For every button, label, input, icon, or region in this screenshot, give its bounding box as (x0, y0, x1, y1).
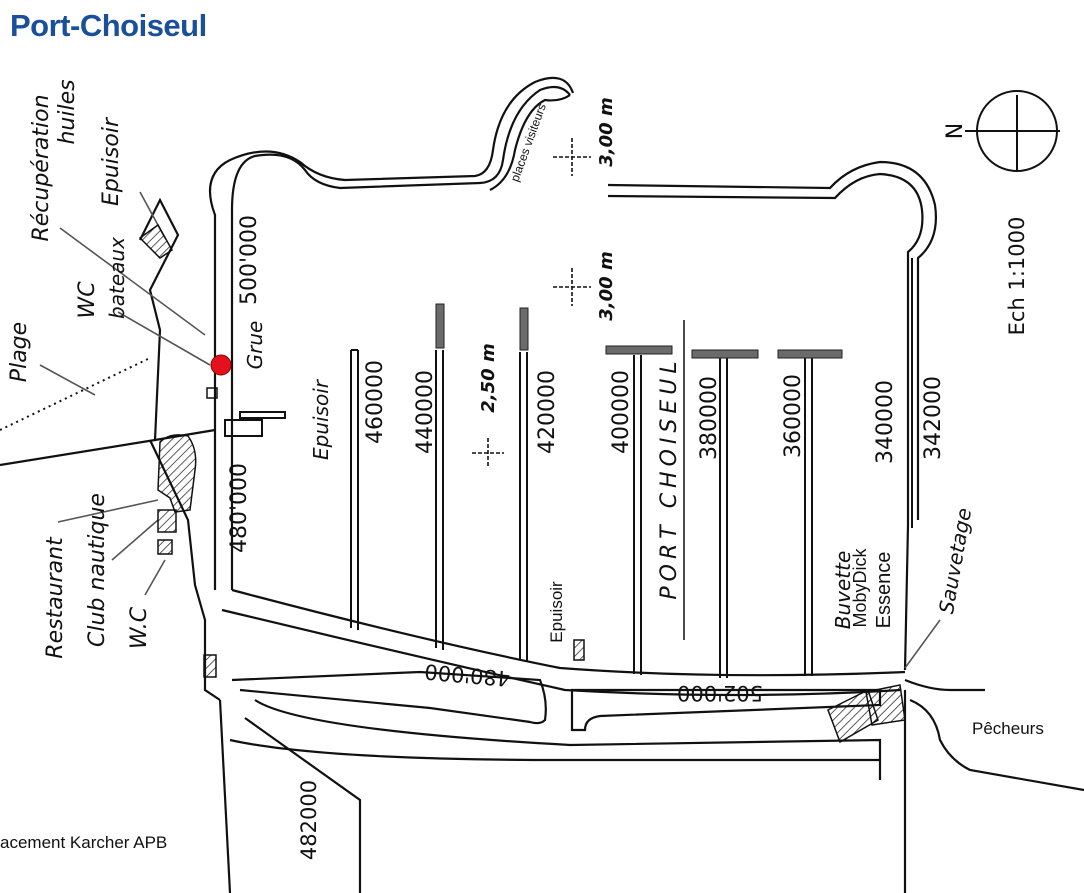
label-wc-2: W.C (127, 606, 152, 649)
pontoon-number-480-left: 480'000 (227, 463, 252, 553)
road-number-480: 480'000 (424, 659, 512, 690)
pontoon-head-440 (435, 303, 445, 349)
depth-cross-mid (553, 268, 591, 306)
label-restaurant: Restaurant (43, 536, 68, 659)
pontoon-number-460: 460000 (363, 360, 388, 444)
pontoon-number-340: 340000 (873, 380, 898, 464)
restaurant-building (157, 434, 197, 513)
pointer-club (111, 519, 159, 561)
pointer-sauvetage (904, 619, 941, 669)
wc-building (157, 539, 173, 555)
south-quay-top (231, 588, 906, 677)
compass-north-label: N (943, 123, 968, 139)
label-essence: Essence (873, 552, 895, 629)
pontoon-head-380 (691, 349, 759, 359)
oil-recovery-structure (138, 223, 173, 259)
label-scale: Ech 1:1000 (1005, 217, 1029, 336)
pointer-wc2 (144, 559, 166, 596)
label-places-visiteurs: places visiteurs (508, 102, 549, 184)
south-road-3 (218, 699, 232, 893)
south-quay-line (221, 608, 901, 697)
beach-dotted-line (0, 357, 151, 431)
pontoon-number-380: 380000 (697, 376, 722, 460)
beach-line (0, 428, 216, 467)
label-epuisoir-mid: Epuisoir (309, 378, 333, 460)
visitor-jetty (489, 94, 571, 191)
pointer-wc (117, 311, 211, 366)
label-epuisoir-top: Epuisoir (99, 116, 124, 206)
pontoon-head-420 (519, 307, 529, 351)
pointer-plage (39, 364, 96, 396)
south-road-1 (231, 670, 547, 725)
pontoon-420 (519, 352, 528, 662)
label-huiles: huiles (55, 79, 80, 144)
pontoon-360 (804, 356, 813, 676)
harbor-wall-west-inner (208, 76, 575, 590)
label-depth-top: 3,00 m (596, 97, 617, 166)
label-sauvetage: Sauvetage (934, 506, 976, 615)
epuisoir-jetty (224, 411, 286, 437)
pontoon-400 (633, 355, 642, 675)
pontoon-number-342: 342000 (921, 376, 946, 460)
pontoon-460 (350, 349, 359, 630)
grue-building (206, 387, 218, 399)
karcher-note: acement Karcher APB (0, 833, 168, 852)
pontoon-380 (719, 356, 728, 678)
label-moby-dick: MobyDick (850, 547, 870, 627)
west-coast (139, 197, 180, 441)
label-grue: Grue (243, 321, 267, 370)
map-title: Port-Choiseul (10, 8, 207, 43)
south-road-4 (254, 699, 882, 780)
label-recuperation: Récupération (29, 94, 54, 241)
harbor-east-outer (903, 524, 910, 671)
essence-building (865, 684, 906, 726)
karcher-location-marker[interactable] (210, 354, 232, 376)
label-plage: Plage (7, 322, 32, 382)
south-road-2 (570, 688, 882, 732)
fishermen-shore (904, 678, 1084, 792)
pontoon-number-360: 360000 (781, 374, 806, 458)
label-wc: WC (75, 281, 100, 319)
pointer-recuperation (59, 227, 206, 336)
pontoon-440 (435, 350, 444, 650)
pontoon-head-360 (777, 349, 843, 359)
compass-icon (965, 90, 1060, 172)
small-building (203, 654, 217, 678)
harbor-wall-east-inner (607, 172, 924, 525)
pontoon-head-400 (605, 345, 673, 355)
epuisoir-bottom-building (573, 639, 585, 661)
harbor-wall-east (607, 160, 937, 520)
label-buvette: Buvette (831, 551, 855, 630)
label-club-nautique: Club nautique (85, 493, 110, 647)
label-depth-mid: 3,00 m (596, 251, 617, 320)
depth-cross-top (553, 138, 591, 176)
pointer-restaurant (57, 499, 159, 523)
pontoon-number-440: 440000 (413, 370, 438, 454)
label-bateaux: bateaux (105, 237, 129, 319)
club-nautique-building (157, 509, 177, 533)
harbor-wall-west (230, 85, 571, 590)
label-epuisoir-bottom: Epuisoir (547, 581, 566, 643)
road-number-482: 482000 (297, 780, 321, 860)
pontoon-number-420: 420000 (535, 370, 560, 454)
label-pecheurs: Pêcheurs (972, 719, 1044, 738)
pontoon-number-500: 500'000 (237, 215, 262, 305)
label-port-choiseul: PORT CHOISEUL (657, 356, 682, 599)
road-number-502: 502'000 (677, 681, 763, 705)
depth-cross-left (472, 438, 504, 468)
label-depth-left: 2,50 m (478, 343, 499, 412)
south-road-7 (244, 717, 362, 893)
south-road-5 (229, 738, 880, 762)
pontoon-number-400: 400000 (609, 370, 634, 454)
